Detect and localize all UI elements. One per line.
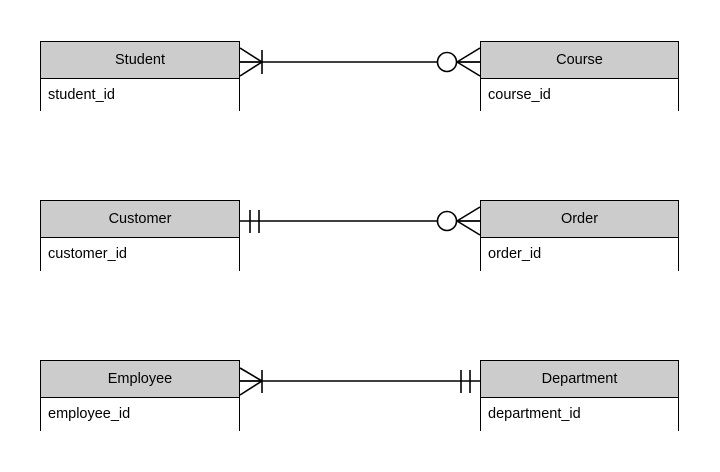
entity-title: Course (481, 42, 678, 79)
entity-title: Order (481, 201, 678, 238)
entity-customer[interactable]: Customer customer_id (40, 200, 240, 271)
entity-student[interactable]: Student student_id (40, 41, 240, 112)
cardinality-exactly-one-department (460, 370, 471, 393)
relationship-customer-order (240, 206, 481, 236)
entity-course[interactable]: Course course_id (480, 41, 679, 112)
entity-attribute: student_id (41, 79, 239, 112)
entity-attribute: order_id (481, 238, 678, 271)
cardinality-zero-or-many-course (436, 47, 481, 77)
entity-attribute: department_id (481, 398, 678, 431)
cardinality-one-or-many-student (239, 47, 263, 77)
cardinality-zero-or-many-order (436, 206, 481, 236)
cardinality-one-or-many-employee (239, 367, 263, 396)
entity-title: Student (41, 42, 239, 79)
entity-department[interactable]: Department department_id (480, 360, 679, 431)
cardinality-exactly-one-customer (249, 210, 260, 233)
entity-attribute: customer_id (41, 238, 239, 271)
entity-order[interactable]: Order order_id (480, 200, 679, 271)
entity-title: Employee (41, 361, 239, 398)
entity-attribute: employee_id (41, 398, 239, 431)
relationship-employee-department (239, 367, 480, 396)
relationship-student-course (239, 47, 481, 77)
entity-title: Customer (41, 201, 239, 238)
entity-title: Department (481, 361, 678, 398)
entity-attribute: course_id (481, 79, 678, 112)
entity-employee[interactable]: Employee employee_id (40, 360, 240, 431)
